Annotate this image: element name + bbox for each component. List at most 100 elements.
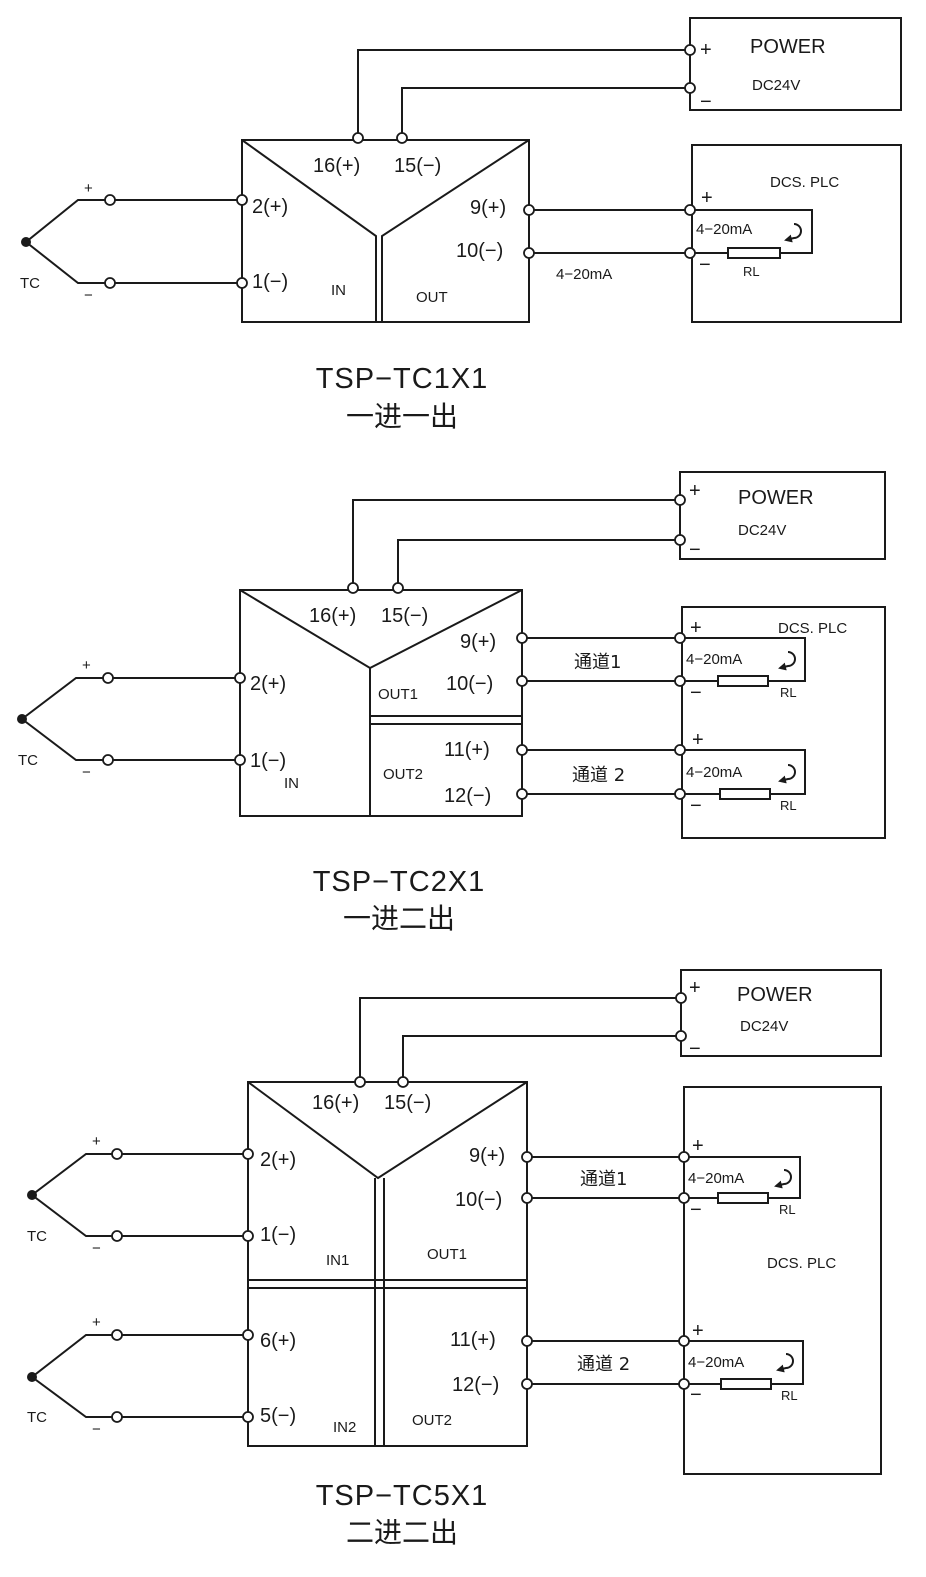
thermocouple-label: TC bbox=[18, 752, 38, 769]
module-top-divider bbox=[247, 1081, 528, 1180]
terminal-1 bbox=[234, 754, 246, 766]
module-outline bbox=[239, 589, 523, 817]
sensor-terminal-positive bbox=[104, 194, 116, 206]
thermocouple-wires bbox=[20, 677, 240, 761]
loop-current-label-1: 4−20mA bbox=[686, 651, 742, 668]
sensor-1-terminal-positive bbox=[111, 1148, 123, 1160]
thermocouple-sensor-2: + − TC bbox=[27, 1314, 248, 1438]
power-title: POWER bbox=[737, 984, 813, 1006]
dcs-loop-wire-2 bbox=[680, 749, 806, 795]
output-1-section-label: OUT1 bbox=[378, 686, 418, 703]
module-horizontal-divider bbox=[248, 1279, 527, 1289]
terminal-6-label: 6(+) bbox=[260, 1330, 296, 1352]
dcs-loop-wire bbox=[690, 209, 813, 254]
output-1-section-label: OUT1 bbox=[427, 1246, 467, 1263]
module-outline bbox=[241, 139, 530, 323]
module-vertical-divider bbox=[374, 1178, 385, 1446]
power-voltage: DC24V bbox=[752, 77, 800, 94]
dcs-loop-wire-2 bbox=[684, 1340, 804, 1385]
terminal-16 bbox=[352, 132, 364, 144]
thermocouple-label: TC bbox=[20, 275, 40, 292]
current-direction-arrow-1 bbox=[774, 1169, 792, 1189]
output-2-section-label: OUT2 bbox=[383, 766, 423, 783]
terminal-12 bbox=[521, 1378, 533, 1390]
power-supply-box bbox=[680, 969, 882, 1057]
dcs-minus-sign-1: − bbox=[690, 682, 702, 704]
dcs-plus-sign-1: + bbox=[692, 1135, 704, 1157]
dcs-terminal-positive-1 bbox=[678, 1151, 690, 1163]
dcs-loop-wire-1 bbox=[684, 1156, 801, 1199]
terminal-2-label: 2(+) bbox=[260, 1149, 296, 1171]
sensor-2-terminal-positive bbox=[111, 1329, 123, 1341]
terminal-9 bbox=[516, 632, 528, 644]
terminal-15 bbox=[392, 582, 404, 594]
terminal-11-label: 11(+) bbox=[444, 739, 490, 761]
terminal-10 bbox=[516, 675, 528, 687]
load-resistor-label-2: RL bbox=[781, 1388, 798, 1403]
dcs-plus-sign-1: + bbox=[690, 617, 702, 639]
terminal-15 bbox=[396, 132, 408, 144]
input-section-label: IN bbox=[284, 775, 299, 792]
model-title: TSP−TC1X1 bbox=[316, 363, 489, 395]
load-resistor-label: RL bbox=[743, 264, 760, 279]
terminal-16-label: 16(+) bbox=[312, 1092, 359, 1114]
power-plus-sign: + bbox=[689, 977, 701, 999]
dcs-plc-label: DCS. PLC bbox=[767, 1255, 836, 1272]
terminal-10 bbox=[523, 247, 535, 259]
dcs-plc-box bbox=[691, 144, 902, 323]
thermocouple-minus-sign-2: − bbox=[92, 1421, 101, 1438]
power-terminal-positive bbox=[674, 494, 686, 506]
thermocouple-junction-dot-1 bbox=[27, 1190, 37, 1200]
thermocouple-sensor: + − TC bbox=[20, 180, 242, 304]
terminal-11 bbox=[521, 1335, 533, 1347]
terminal-15-label: 15(−) bbox=[381, 605, 428, 627]
power-wire-positive bbox=[357, 49, 690, 138]
terminal-11 bbox=[516, 744, 528, 756]
dcs-plus-sign-2: + bbox=[692, 729, 704, 751]
load-resistor-1 bbox=[717, 675, 769, 687]
thermocouple-minus-sign: − bbox=[84, 287, 93, 304]
power-wire-negative bbox=[401, 87, 690, 138]
power-wire-negative bbox=[402, 1035, 681, 1082]
transmitter-module: 16(+) 15(−) 2(+) 1(−) 9(+) 10(−) IN OUT bbox=[241, 139, 530, 323]
thermocouple-wires bbox=[24, 199, 242, 284]
terminal-1 bbox=[236, 277, 248, 289]
dcs-terminal-positive-2 bbox=[678, 1335, 690, 1347]
dcs-terminal-negative-1 bbox=[674, 675, 686, 687]
terminal-10-label: 10(−) bbox=[456, 240, 503, 262]
current-direction-arrow bbox=[784, 223, 802, 243]
power-supply-box bbox=[679, 471, 886, 560]
thermocouple-wires-1 bbox=[30, 1153, 248, 1237]
current-direction-arrow-2 bbox=[776, 1353, 794, 1373]
power-terminal-positive bbox=[684, 44, 696, 56]
terminal-10-label: 10(−) bbox=[446, 673, 493, 695]
terminal-9 bbox=[521, 1151, 533, 1163]
power-title: POWER bbox=[738, 487, 814, 509]
current-direction-arrow-1 bbox=[778, 651, 796, 671]
dcs-minus-sign-2: − bbox=[690, 795, 702, 817]
thermocouple-junction-dot bbox=[21, 237, 31, 247]
sensor-terminal-negative bbox=[104, 277, 116, 289]
terminal-10 bbox=[521, 1192, 533, 1204]
terminal-16 bbox=[347, 582, 359, 594]
current-direction-arrow-2 bbox=[778, 764, 796, 784]
channel-1-label: 通道1 bbox=[574, 652, 621, 673]
model-caption: 一进一出 bbox=[346, 400, 458, 433]
terminal-16 bbox=[354, 1076, 366, 1088]
terminal-16-label: 16(+) bbox=[313, 155, 360, 177]
power-supply-box bbox=[689, 17, 902, 111]
model-caption: 一进二出 bbox=[343, 902, 455, 935]
dcs-terminal-negative-1 bbox=[678, 1192, 690, 1204]
thermocouple-sensor-1: + − TC bbox=[27, 1133, 248, 1257]
thermocouple-sensor: + − TC bbox=[17, 657, 240, 781]
thermocouple-plus-sign-2: + bbox=[92, 1314, 101, 1331]
dcs-terminal-negative bbox=[684, 247, 696, 259]
loop-current-label-1: 4−20mA bbox=[688, 1170, 744, 1187]
power-plus-sign: + bbox=[689, 480, 701, 502]
terminal-2 bbox=[234, 672, 246, 684]
terminal-6 bbox=[242, 1329, 254, 1341]
module-output-divider bbox=[370, 715, 522, 725]
channel-2-label: 通道 2 bbox=[577, 1354, 630, 1375]
thermocouple-plus-sign-1: + bbox=[92, 1133, 101, 1150]
diagram-tc1x1: + − POWER DC24V 16(+) 15(−) 2(+) 1(−) 9(… bbox=[20, 17, 902, 433]
